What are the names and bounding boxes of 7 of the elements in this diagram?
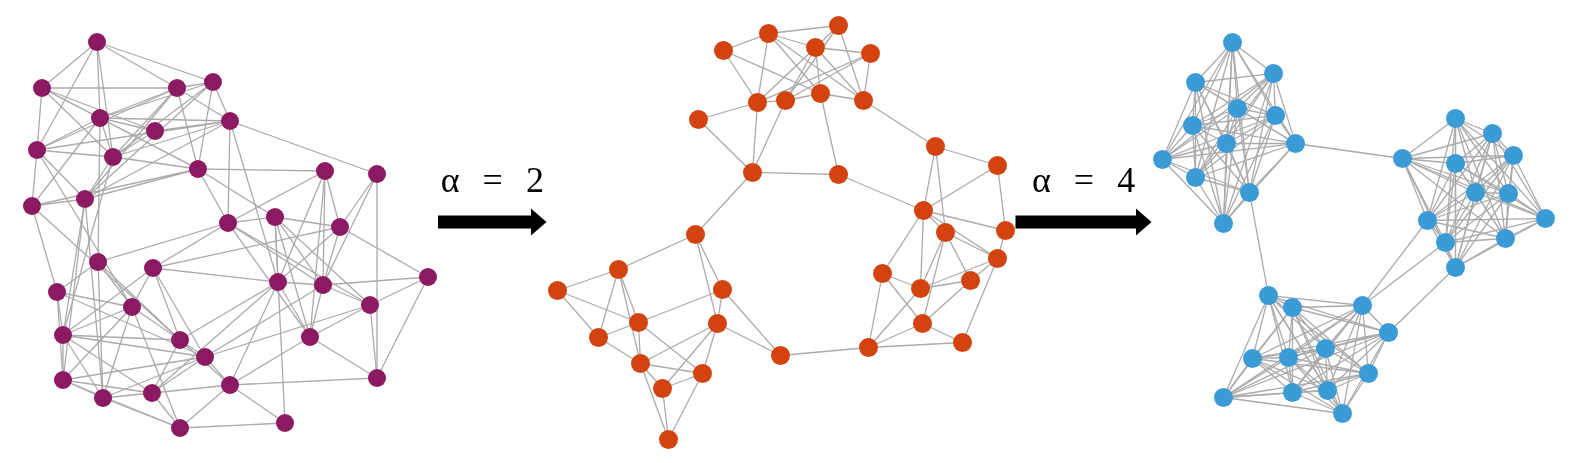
- edge-label: α = 4: [1032, 162, 1136, 198]
- network-drawing: [1151, 31, 1556, 424]
- network-drawing: [22, 32, 438, 438]
- arrow: [438, 208, 547, 236]
- arrow: [1015, 208, 1152, 236]
- network-drawing: [546, 14, 1016, 450]
- edge-label: α = 2: [440, 162, 544, 198]
